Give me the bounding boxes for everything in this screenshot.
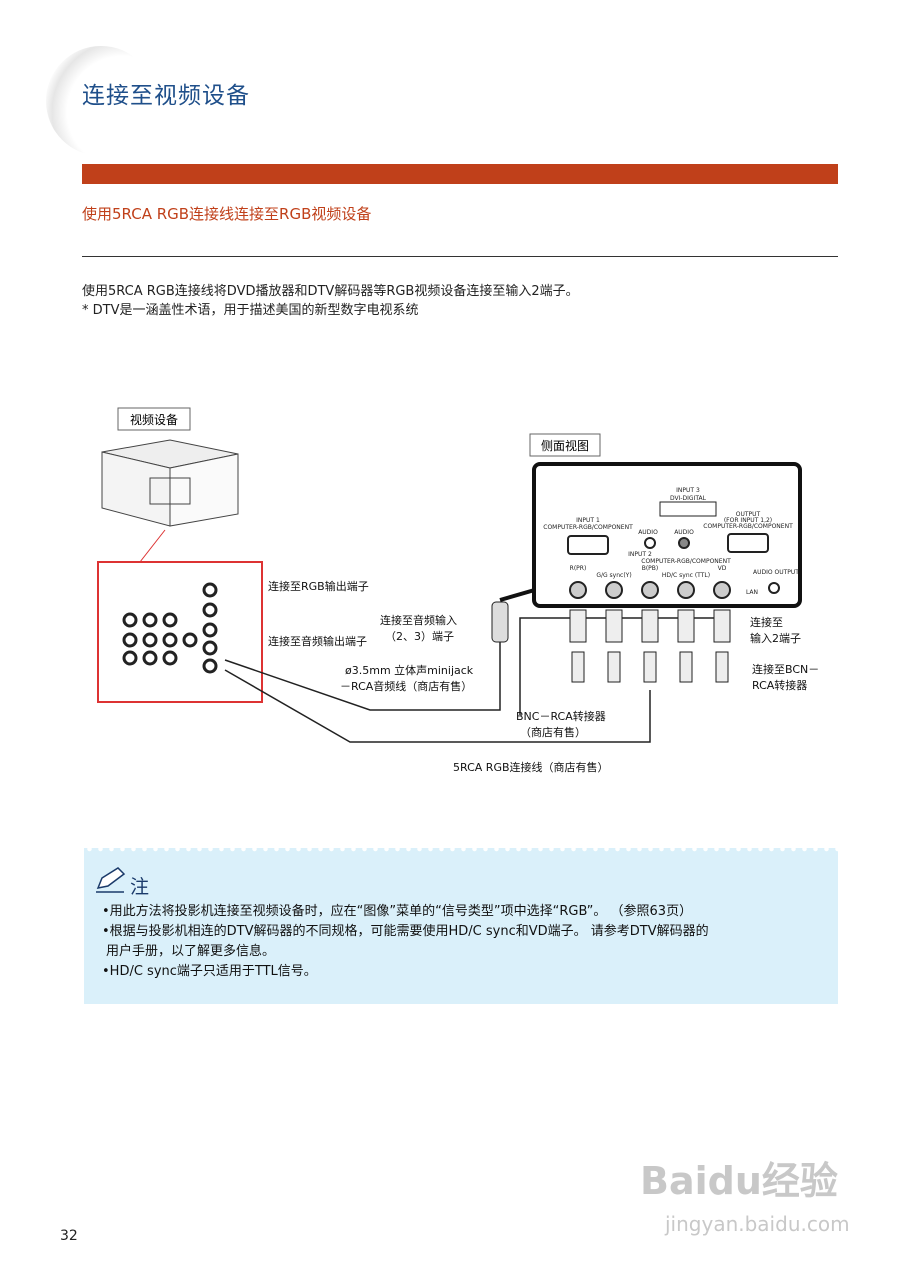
side-view-label-box <box>529 433 601 457</box>
port-label-audio: AUDIO <box>674 529 694 536</box>
port-label-bnc: B(PB) <box>642 565 659 572</box>
port-label-comp1: COMPUTER-RGB/COMPONENT <box>543 524 633 531</box>
port-label-comp2: COMPUTER-RGB/COMPONENT <box>641 558 731 565</box>
connection-diagram: 视频设备 侧面视图 INPUT 3 DVI-DIGITAL <box>97 407 819 774</box>
port-label-input3: INPUT 3 <box>676 487 700 494</box>
projector-panel <box>532 462 802 608</box>
watermark-logo: Baidu经验 <box>640 1159 838 1203</box>
note-item: 用户手册，以了解更多信息。 <box>106 944 276 959</box>
port-label-dvi: DVI-DIGITAL <box>670 495 707 502</box>
label-minijack: ø3.5mm 立体声minijack <box>345 663 474 677</box>
audio-port <box>678 537 690 549</box>
side-view-label: 侧面视图 <box>541 438 589 453</box>
port-label-input1: INPUT 1 <box>576 517 600 524</box>
port-label-bnc: G/G sync(Y) <box>596 572 631 579</box>
port-label-audio-output: AUDIO OUTPUT <box>753 569 799 576</box>
port-label-for-input: (FOR INPUT 1,2) <box>724 517 772 524</box>
note-item: •根据与投影机相连的DTV解码器的不同规格，可能需要使用HD/C sync和VD… <box>102 924 709 939</box>
pencil-icon <box>96 867 126 893</box>
device-panel-zoom <box>97 561 263 703</box>
rca-jacks <box>122 582 218 674</box>
section-subtitle: 使用5RCA RGB连接线连接至RGB视频设备 <box>82 205 372 223</box>
bnc-rca-adapters <box>569 609 731 683</box>
zoom-pointer <box>138 529 190 563</box>
label-audio-out: 连接至音频输出端子 <box>268 634 367 648</box>
note-box <box>84 848 838 1004</box>
label-bcn: 连接至BCN－ <box>752 663 819 676</box>
video-device-illustration <box>101 439 239 527</box>
bnc-ports <box>569 581 780 599</box>
port-label-lan: LAN <box>746 589 758 596</box>
page-title: 连接至视频设备 <box>82 83 250 109</box>
label-audio-in: 连接至音频输入 <box>380 613 457 627</box>
note-item: •用此方法将投影机连接至视频设备时，应在“图像”菜单的“信号类型”项中选择“RG… <box>102 904 693 919</box>
diagram-callouts: 连接至RGB输出端子 连接至音频输出端子 连接至音频输入 （2、3）端子 ø3.… <box>268 579 819 774</box>
minijack-plug <box>491 601 509 643</box>
page-number: 32 <box>60 1228 78 1244</box>
header-decoration <box>46 46 156 156</box>
label-minijack-cable: －RCA音频线（商店有售） <box>340 679 472 693</box>
port-labels: INPUT 3 DVI-DIGITAL INPUT 1 COMPUTER-RGB… <box>543 487 799 596</box>
label-bnc-adapter: BNC－RCA转接器 <box>516 709 606 723</box>
label-cable: 5RCA RGB连接线（商店有售） <box>453 760 609 774</box>
label-bnc-adapter-store: （商店有售） <box>520 725 586 739</box>
port-label-audio: AUDIO <box>638 529 658 536</box>
video-device-label: 视频设备 <box>130 412 178 427</box>
note-border <box>84 846 838 852</box>
intro-footnote: * DTV是一涵盖性术语，用于描述美国的新型数字电视系统 <box>82 303 419 318</box>
section-bar <box>82 164 838 184</box>
watermark-url: jingyan.baidu.com <box>665 1212 850 1236</box>
label-bcn-adapter: RCA转接器 <box>752 678 807 692</box>
label-input2-terminal: 输入2端子 <box>750 631 801 645</box>
port-label-bnc: HD/C sync (TTL) <box>662 572 710 579</box>
intro-text: 使用5RCA RGB连接线将DVD播放器和DTV解码器等RGB视频设备连接至输入… <box>82 284 579 299</box>
dvi-port <box>659 501 717 517</box>
label-input2: 连接至 <box>750 616 783 629</box>
port-label-output: OUTPUT <box>736 511 761 518</box>
video-device-label-box <box>117 407 191 431</box>
output-port <box>727 533 769 553</box>
label-audio-in-terminals: （2、3）端子 <box>385 630 454 643</box>
port-label-input2: INPUT 2 <box>628 551 652 558</box>
label-rgb-out: 连接至RGB输出端子 <box>268 579 369 593</box>
port-label-bnc: R(PR) <box>570 565 587 572</box>
audio-port <box>644 537 656 549</box>
divider <box>82 256 838 257</box>
port-label-bnc: VD <box>718 565 727 572</box>
note-title: 注 <box>130 876 150 898</box>
input1-port <box>567 535 609 555</box>
note-item: •HD/C sync端子只适用于TTL信号。 <box>102 964 317 979</box>
port-label-comp-out: COMPUTER-RGB/COMPONENT <box>703 523 793 530</box>
